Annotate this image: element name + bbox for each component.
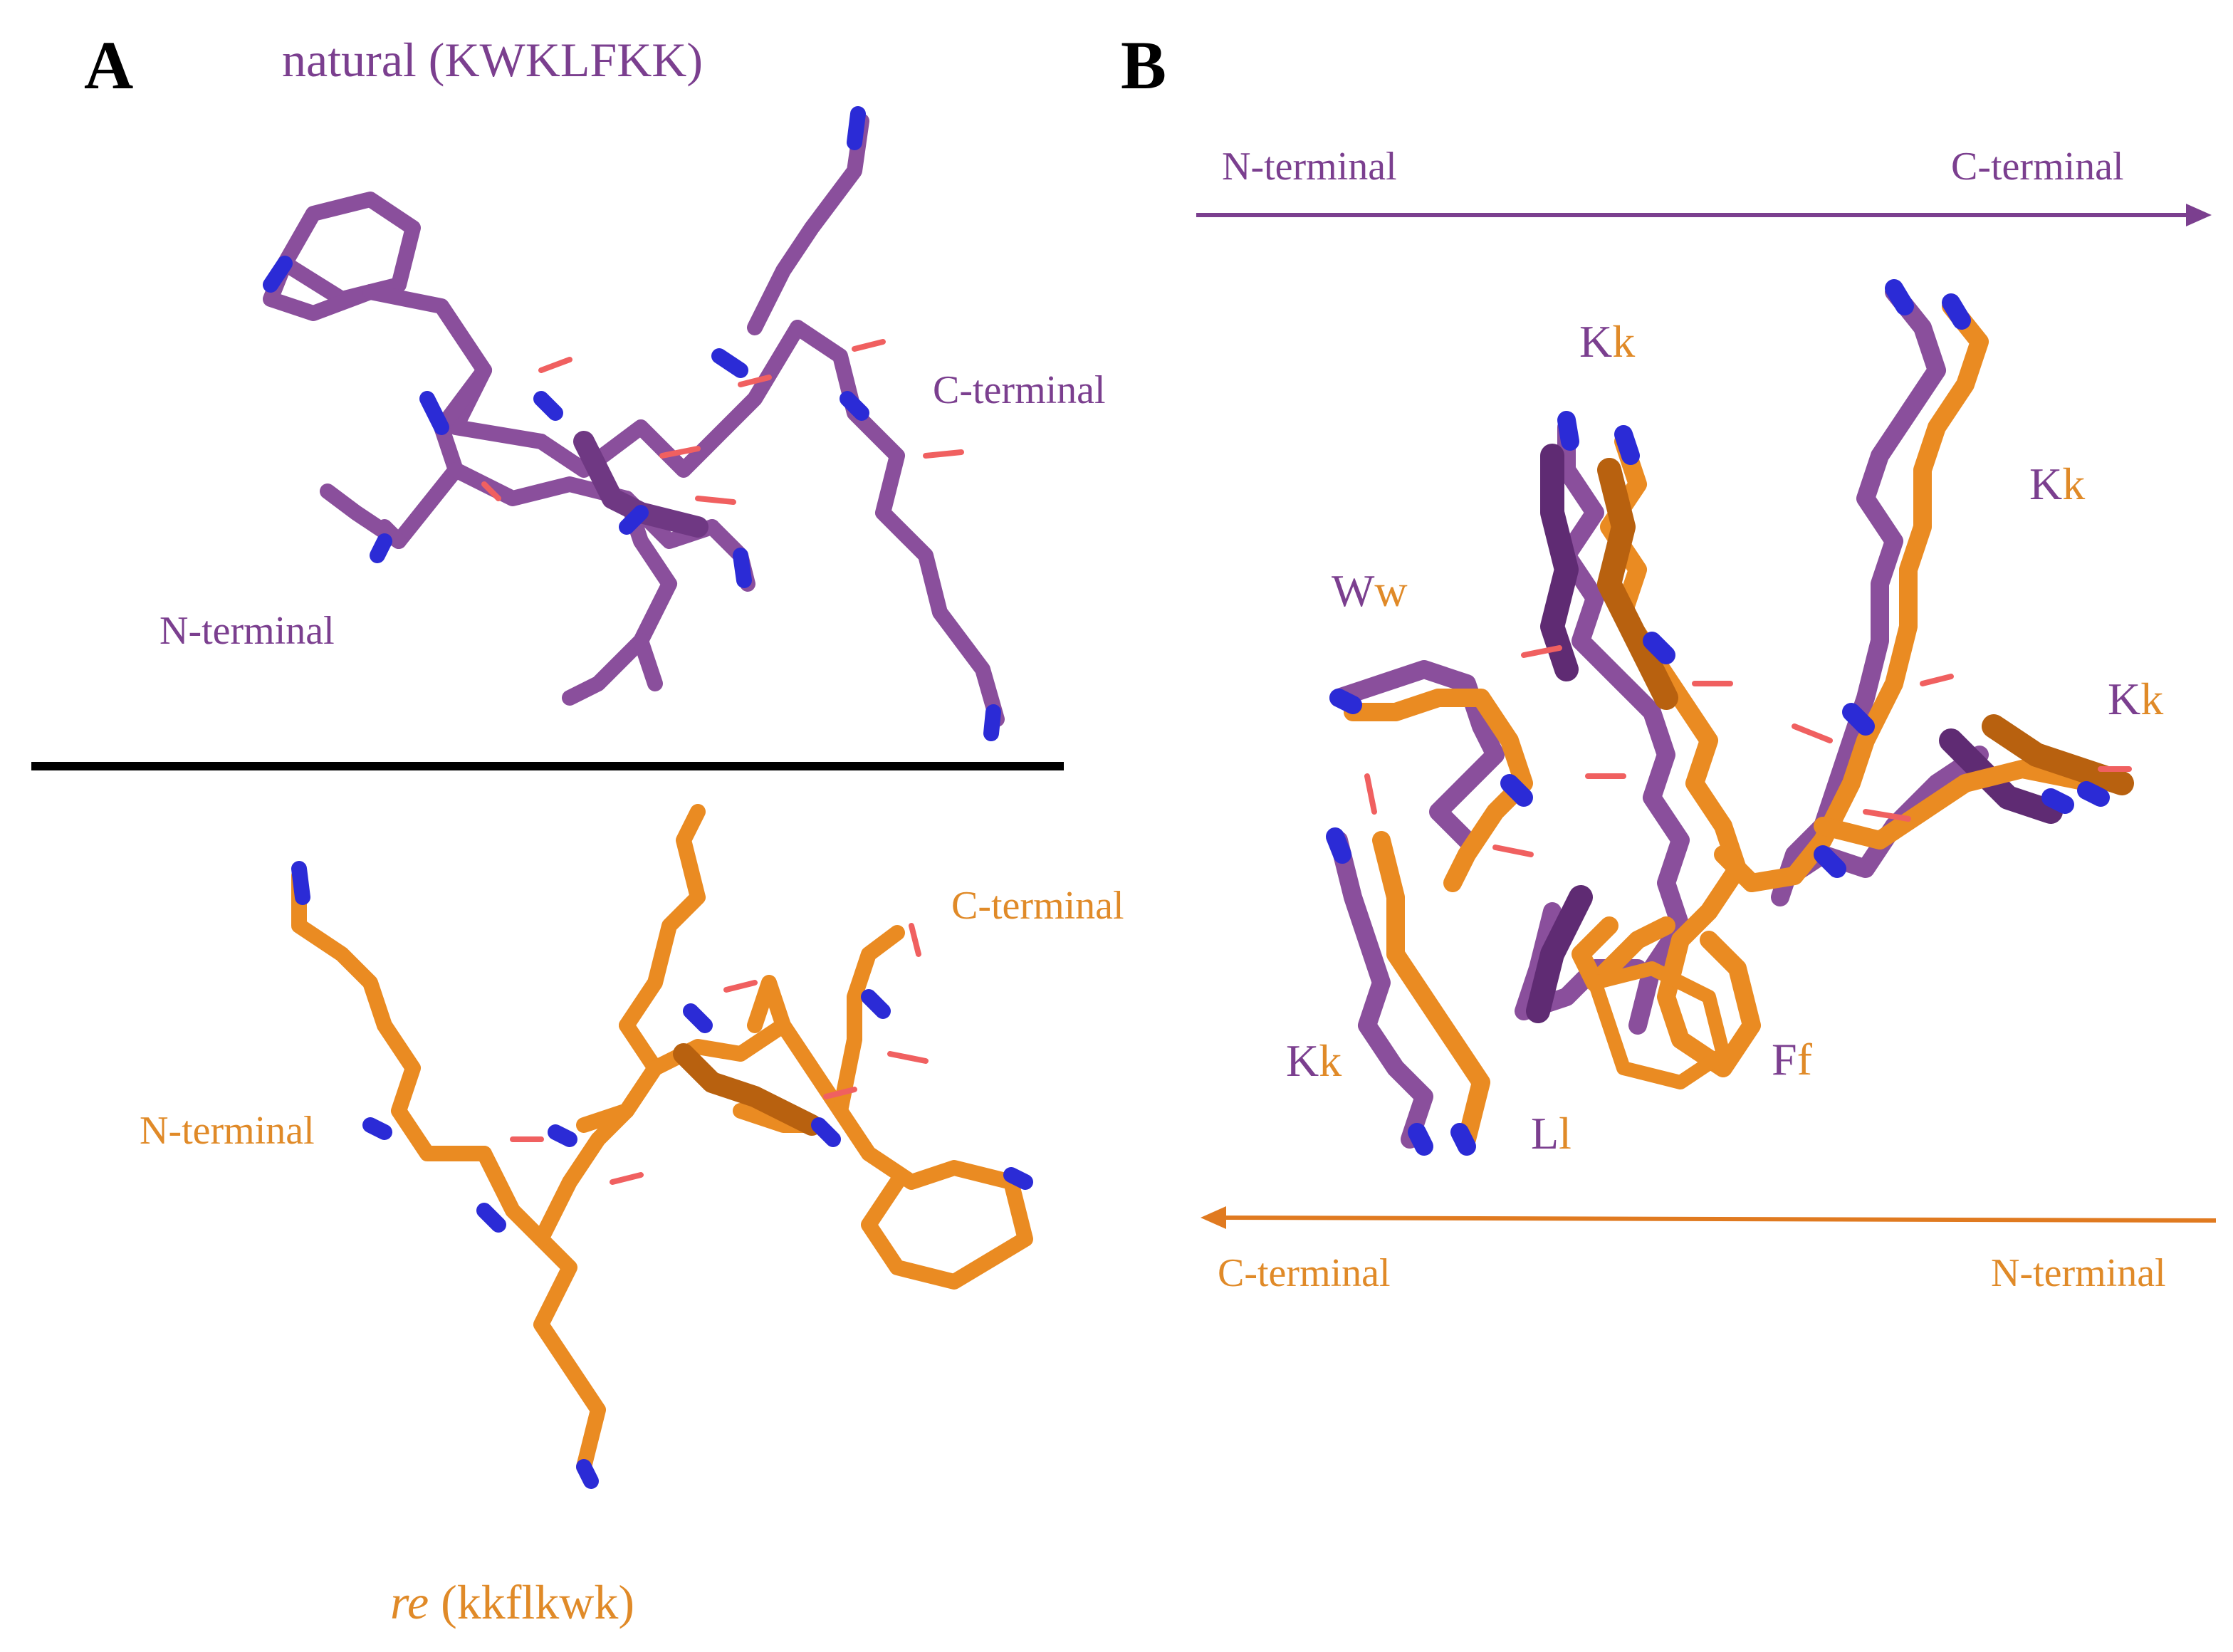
residue-lower: k <box>2062 459 2086 509</box>
residue-lower: k <box>2140 674 2164 724</box>
overlay-peptide-structures <box>1326 279 2134 1156</box>
natural-c-terminal-label: C-terminal <box>933 368 1106 412</box>
natural-n-terminal-label: N-terminal <box>160 609 335 653</box>
residue-label-l: Ll <box>1531 1111 1572 1156</box>
residue-upper: F <box>1772 1034 1797 1084</box>
retro-inverso-peptide-structure <box>291 804 1033 1489</box>
top-direction-arrow <box>1196 204 2212 226</box>
residue-label-k3: Kk <box>2108 676 2163 722</box>
re-c-terminal-label: C-terminal <box>951 884 1124 928</box>
residue-upper: K <box>2108 674 2141 724</box>
bottom-arrow-left-label: C-terminal <box>1218 1251 1391 1295</box>
top-arrow-left-label: N-terminal <box>1222 145 1397 189</box>
residue-label-k2: Kk <box>2029 461 2085 507</box>
panel-a-letter: A <box>84 27 134 103</box>
residue-label-k4: Kk <box>1286 1038 1342 1084</box>
residue-upper: K <box>1286 1035 1319 1086</box>
top-arrow-right-label: C-terminal <box>1951 145 2124 189</box>
residue-upper: W <box>1332 565 1375 616</box>
residue-lower: w <box>1374 565 1408 616</box>
residue-upper: K <box>1579 316 1613 367</box>
residue-label-f: Ff <box>1772 1037 1812 1082</box>
natural-peptide-structure <box>263 106 1005 741</box>
re-n-terminal-label: N-terminal <box>140 1109 315 1153</box>
residue-lower: f <box>1797 1034 1812 1084</box>
re-title-italic: re <box>390 1575 429 1629</box>
residue-label-w: Ww <box>1332 568 1408 614</box>
natural-peptide-title: natural (KWKLFKK) <box>282 33 704 87</box>
bottom-arrow-right-label: N-terminal <box>1991 1251 2166 1295</box>
re-title-rest: (kkflkwk) <box>429 1575 635 1629</box>
bottom-direction-arrow <box>1201 1206 2217 1229</box>
residue-label-k1: Kk <box>1579 319 1635 365</box>
residue-lower: k <box>1319 1035 1342 1086</box>
residue-lower: l <box>1559 1108 1572 1159</box>
residue-upper: K <box>2029 459 2063 509</box>
re-peptide-title: re (kkflkwk) <box>390 1578 634 1626</box>
residue-upper: L <box>1531 1108 1559 1159</box>
residue-lower: k <box>1612 316 1636 367</box>
panel-b-letter: B <box>1121 27 1167 103</box>
